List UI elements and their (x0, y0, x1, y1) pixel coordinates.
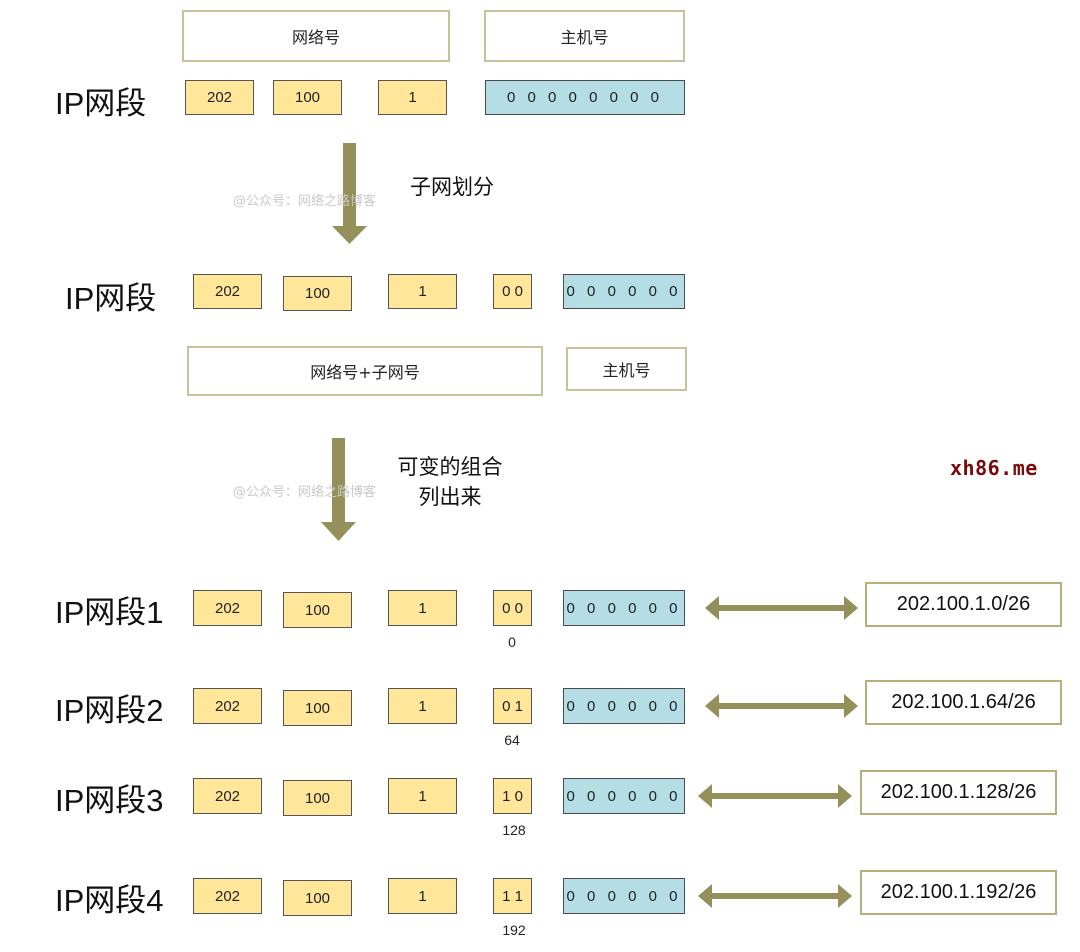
octet-cell: 202 (193, 878, 262, 914)
subnet-decimal-value: 128 (502, 822, 526, 838)
double-arrow-shape (705, 694, 858, 718)
subnet-decimal-value: 64 (504, 732, 520, 748)
host-bits-cell: 0 0 0 0 0 0 (563, 688, 685, 724)
octet-cell: 202 (193, 274, 262, 309)
octet-cell: 100 (283, 690, 352, 726)
octet-cell: 100 (283, 276, 352, 311)
subnet-bits-cell: 1 1 (493, 878, 532, 914)
octet-cell: 202 (193, 590, 262, 626)
segment-label: IP网段3 (55, 783, 164, 818)
enumerate-step-label-line1: 可变的组合 (397, 455, 503, 479)
subnet-decimal-value: 0 (508, 634, 516, 650)
subnet-bits-cell: 0 0 (493, 274, 532, 309)
subnet-decimal-value: 192 (502, 922, 526, 938)
enumerate-step-label-line2: 列出来 (418, 485, 482, 509)
host-bits-cell: 0 0 0 0 0 0 0 0 (485, 80, 685, 115)
subnet-result-box: 202.100.1.128/26 (860, 770, 1057, 815)
double-arrow-shape (705, 596, 858, 620)
brand-watermark: xh86.me (950, 456, 1038, 480)
subnet-bits-cell: 0 1 (493, 688, 532, 724)
host-bits-cell: 0 0 0 0 0 0 (563, 274, 685, 309)
double-arrow-shape (698, 784, 852, 808)
octet-cell: 202 (193, 688, 262, 724)
watermark: @公众号：网络之路博客 (233, 194, 377, 209)
subnet-bits-cell: 1 0 (493, 778, 532, 814)
original-segment-label: IP网段 (55, 86, 147, 121)
network-subnet-number-header: 网络号+子网号 (187, 346, 543, 396)
segment-label: IP网段2 (55, 693, 164, 728)
subnet-result-box: 202.100.1.0/26 (865, 582, 1062, 627)
subnetted-segment-label: IP网段 (65, 281, 157, 316)
octet-cell: 1 (388, 688, 457, 724)
octet-cell: 100 (283, 592, 352, 628)
subnet-result-box: 202.100.1.192/26 (860, 870, 1057, 915)
segment-label: IP网段1 (55, 595, 164, 630)
host-number-header: 主机号 (484, 10, 685, 62)
octet-cell: 202 (185, 80, 254, 115)
subnetting-step-label: 子网划分 (410, 175, 494, 199)
octet-cell: 100 (273, 80, 342, 115)
down-arrow-shape (321, 438, 356, 541)
subnet-bits-cell: 0 0 (493, 590, 532, 626)
watermark: @公众号：网络之路博客 (233, 485, 377, 500)
octet-cell: 1 (388, 778, 457, 814)
octet-cell: 100 (283, 780, 352, 816)
segment-label: IP网段4 (55, 883, 164, 918)
double-arrow-shape (698, 884, 852, 908)
host-bits-cell: 0 0 0 0 0 0 (563, 778, 685, 814)
host-number-header: 主机号 (566, 347, 687, 391)
host-bits-cell: 0 0 0 0 0 0 (563, 878, 685, 914)
network-number-header: 网络号 (182, 10, 450, 62)
down-arrow-shape (332, 143, 367, 244)
octet-cell: 100 (283, 880, 352, 916)
subnet-result-box: 202.100.1.64/26 (865, 680, 1062, 725)
octet-cell: 1 (388, 878, 457, 914)
octet-cell: 1 (388, 590, 457, 626)
octet-cell: 202 (193, 778, 262, 814)
octet-cell: 1 (388, 274, 457, 309)
host-bits-cell: 0 0 0 0 0 0 (563, 590, 685, 626)
octet-cell: 1 (378, 80, 447, 115)
